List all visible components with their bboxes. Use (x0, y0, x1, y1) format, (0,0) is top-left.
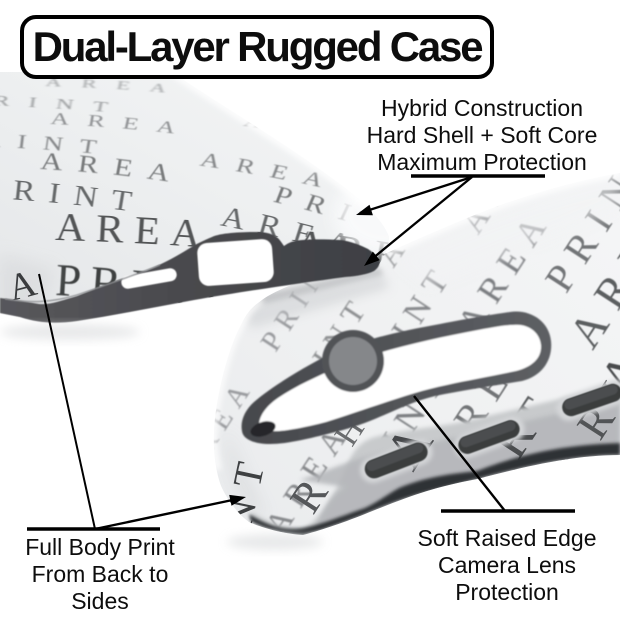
svg-text:Dual-Layer Rugged Case: Dual-Layer Rugged Case (33, 23, 483, 70)
svg-text:Protection: Protection (455, 579, 559, 605)
svg-text:Full Body Print: Full Body Print (25, 534, 175, 560)
svg-text:Hard Shell + Soft Core: Hard Shell + Soft Core (367, 122, 598, 148)
svg-text:Camera Lens: Camera Lens (438, 552, 576, 578)
svg-text:From Back to: From Back to (32, 561, 169, 587)
svg-text:Maximum Protection: Maximum Protection (377, 149, 587, 175)
svg-text:Sides: Sides (71, 588, 129, 614)
svg-text:Hybrid Construction: Hybrid Construction (381, 95, 583, 121)
svg-text:Soft Raised Edge: Soft Raised Edge (417, 525, 596, 551)
